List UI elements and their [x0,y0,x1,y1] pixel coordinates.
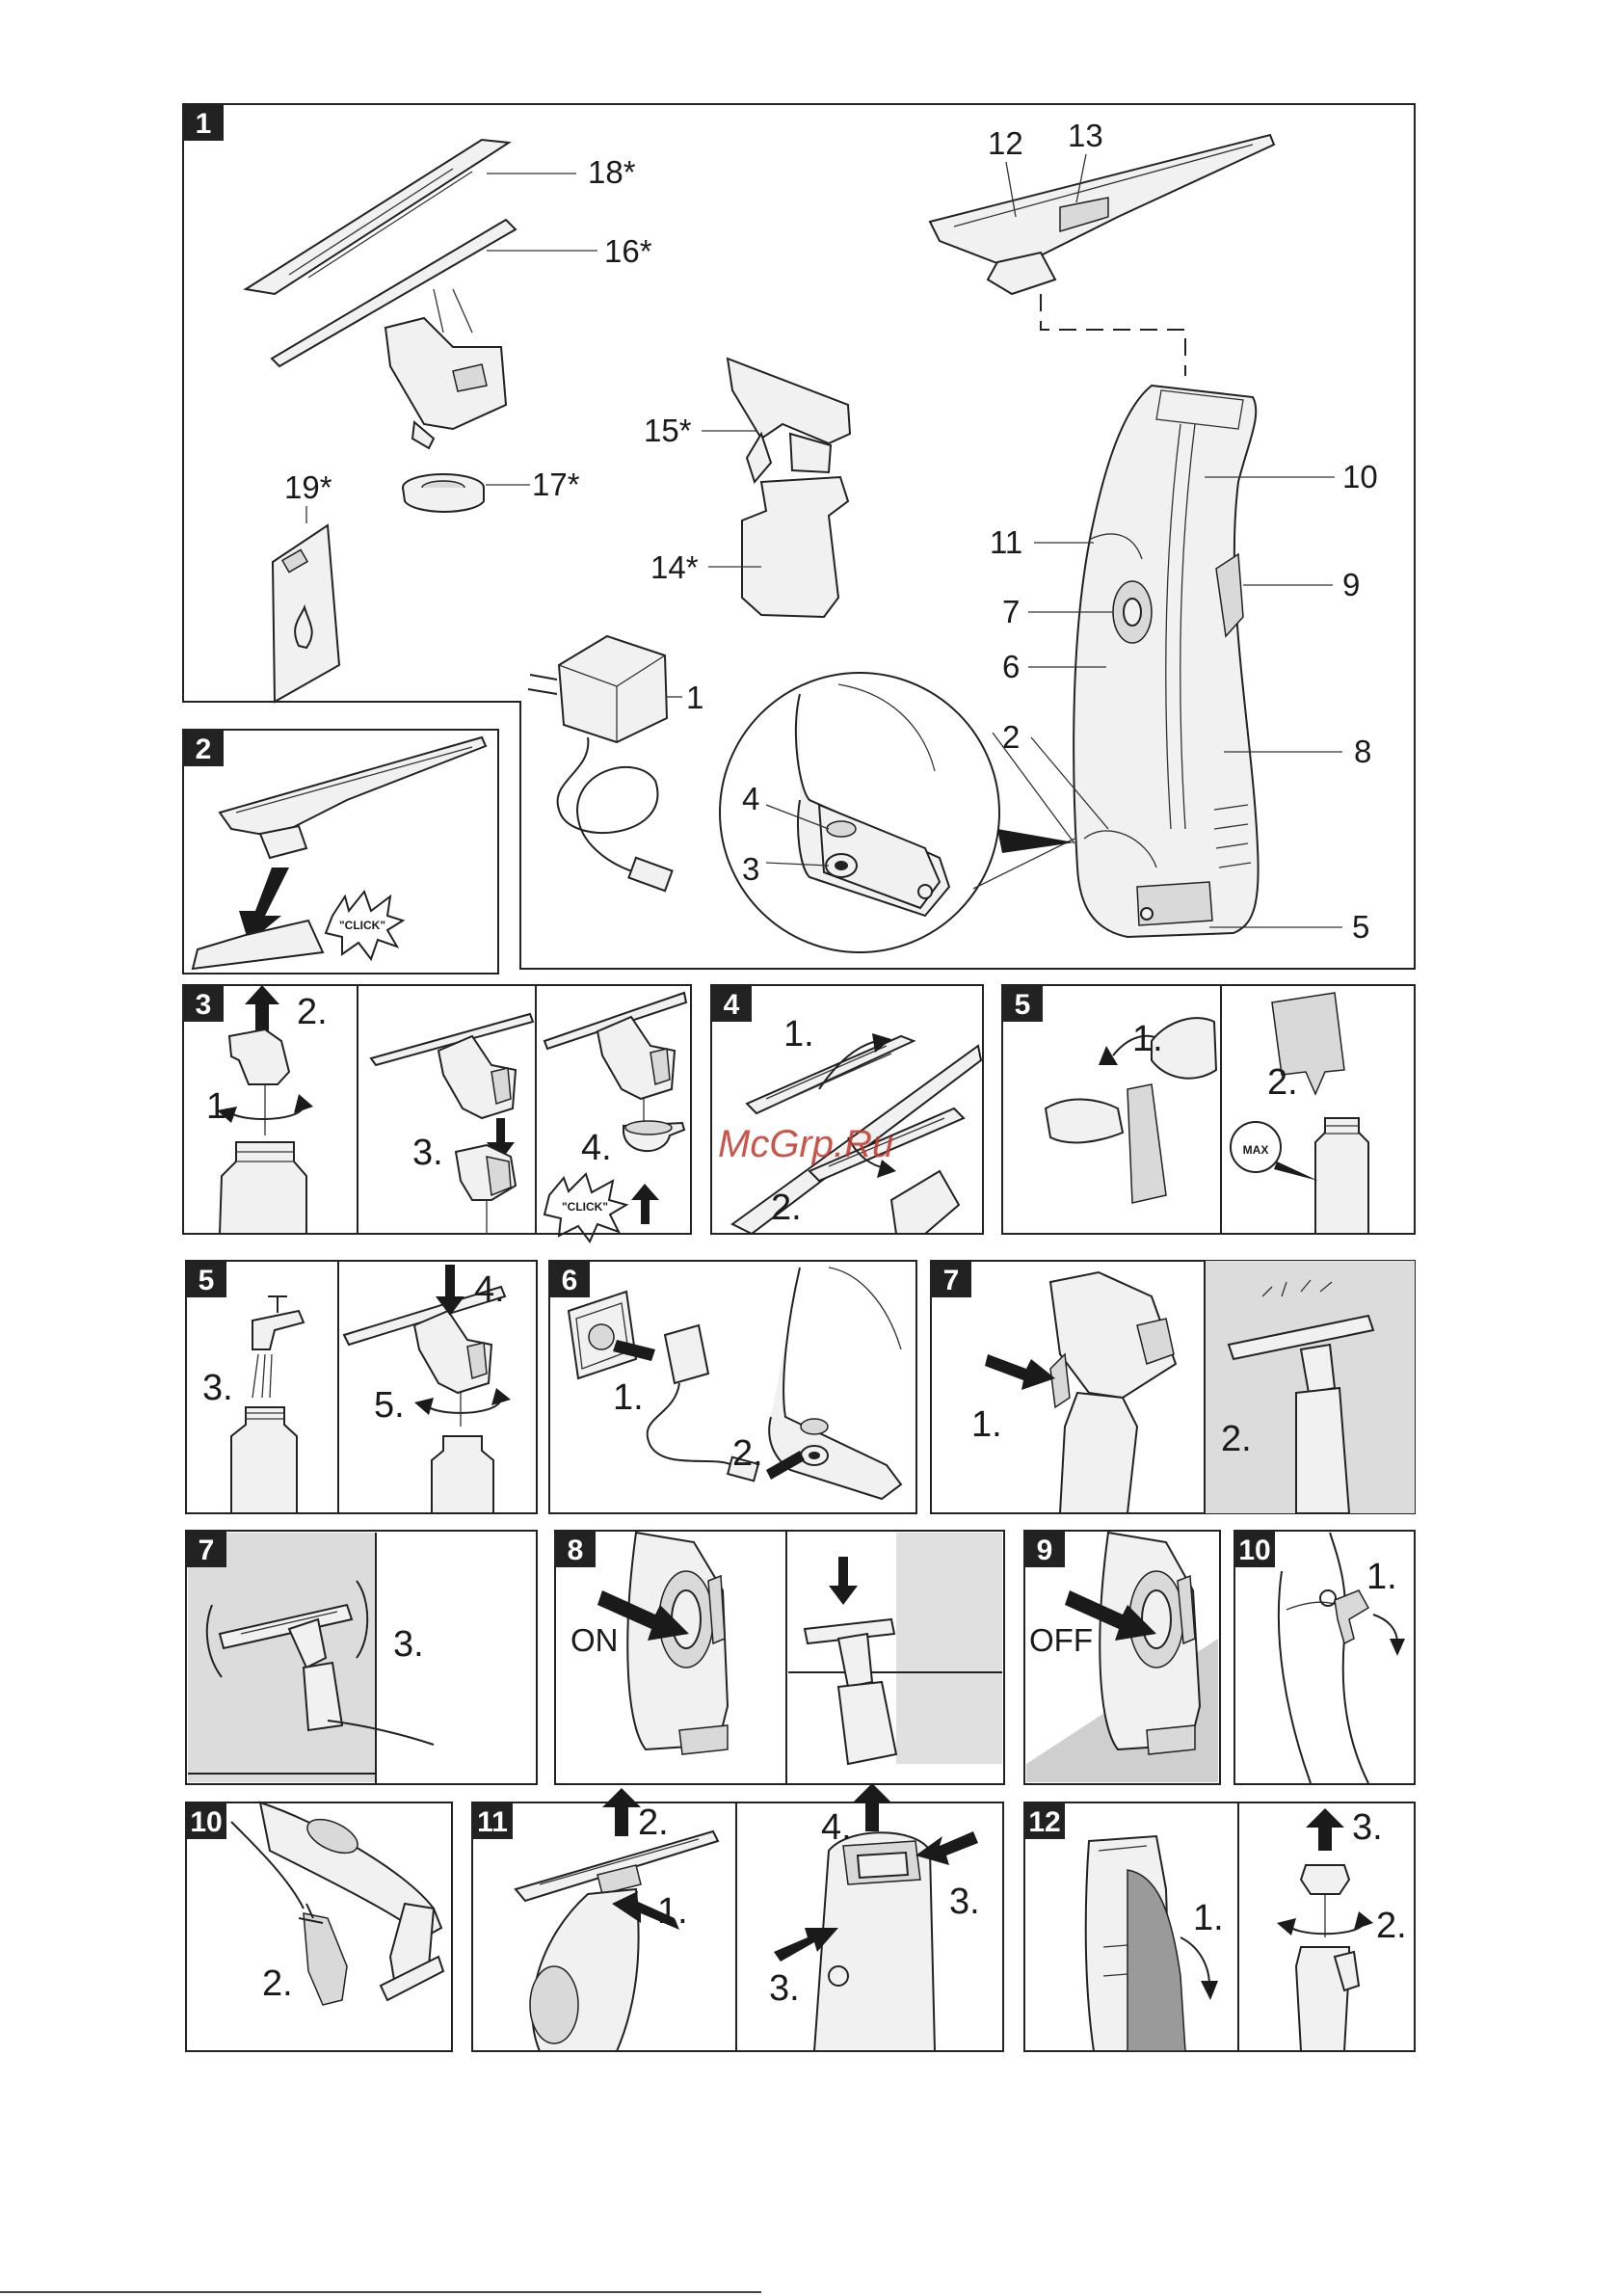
callout-19: 19* [284,469,332,505]
panel-10b-badge: 10 [190,1806,222,1838]
callout-18: 18* [588,154,636,190]
panel-1-badge: 1 [196,108,212,140]
callout-12: 12 [988,125,1023,161]
callout-4: 4 [742,781,759,816]
panel-4-badge: 4 [724,989,740,1021]
click-burst: "CLICK" [326,892,403,959]
p12-step-1: 1. [1193,1898,1224,1938]
panel-10a: 10 1. [1234,1531,1415,1784]
p10b-step-2: 2. [262,1963,293,2004]
callout-6: 6 [1002,649,1020,684]
p3-step-4: 4. [581,1128,612,1168]
p5a-step-1: 1. [1132,1019,1163,1059]
click-label: "CLICK" [339,919,385,932]
panel-8-badge: 8 [568,1535,584,1566]
p6-step-2: 2. [732,1433,763,1474]
callout-3: 3 [742,851,759,887]
panel-7a-badge: 7 [943,1265,960,1296]
callout-14: 14* [650,549,699,585]
panel-5a-badge: 5 [1015,989,1031,1021]
p5b-step-5: 5. [374,1385,405,1426]
p4-step-1: 1. [783,1014,814,1055]
p7a-step-2: 2. [1221,1419,1252,1459]
manual-booklet-illustration [273,525,339,702]
callout-15: 15* [644,413,692,448]
panel-1: 1 18* 16* 17* 19* [183,104,1415,969]
watermark: McGrp.Ru [718,1123,893,1165]
callout-8: 8 [1354,734,1371,769]
panel-2: 2 "CLICK" [183,730,498,974]
panel-6: 6 1. 2. [549,1261,916,1513]
panel-2-badge: 2 [196,734,212,765]
panel-12-badge: 12 [1028,1806,1060,1838]
on-label: ON [570,1622,619,1658]
filter-part-illustration [403,474,484,512]
panel-5a: 5 1. 2. MAX [1002,985,1415,1234]
p12-step-2: 2. [1376,1906,1407,1946]
panel-10a-badge: 10 [1238,1535,1270,1566]
panel-9: 9 OFF [1024,1531,1220,1784]
p11-step-4: 4. [821,1807,852,1848]
p10a-step-1: 1. [1366,1557,1397,1597]
p7a-step-1: 1. [971,1404,1002,1445]
p11-step-3-left: 3. [769,1968,800,2009]
callout-10: 10 [1342,459,1378,494]
panel-7b-badge: 7 [199,1535,215,1566]
panel-6-badge: 6 [562,1265,578,1296]
panel-7b: 7 3. [186,1531,537,1784]
charging-socket-detail [720,673,1074,952]
click-label: "CLICK" [562,1200,608,1214]
panel-10b: 10 2. [186,1802,452,2051]
max-label: MAX [1243,1143,1269,1157]
squeegee-head-illustration [930,135,1274,294]
callout-7: 7 [1002,594,1020,629]
panel-5b-badge: 5 [199,1265,215,1296]
p11-step-2: 2. [638,1802,669,1843]
p3-step-2: 2. [297,992,328,1032]
panel-11: 11 2. 1. 4. 3. 3. [472,1783,1003,2051]
p5b-step-4: 4. [474,1269,505,1310]
p11-step-1: 1. [657,1891,688,1932]
p3-step-1: 1. [206,1086,237,1127]
callout-1: 1 [686,680,703,715]
panel-3-badge: 3 [196,989,212,1021]
p12-step-3: 3. [1352,1807,1383,1848]
p3-step-3: 3. [412,1133,443,1173]
panel-12: 12 1. 3. 2. [1024,1802,1415,2051]
click-burst: "CLICK" [544,1174,626,1241]
callout-16: 16* [604,233,652,269]
panel-11-badge: 11 [477,1806,508,1838]
spray-bottle-illustration [728,359,850,617]
panel-7a: 7 1. 2. [931,1261,1415,1513]
panel-4: 4 1. 2. McGrp.Ru [711,985,983,1234]
callout-5: 5 [1352,909,1369,945]
p6-step-1: 1. [613,1377,644,1418]
callout-13: 13 [1068,118,1103,153]
callout-11: 11 [990,524,1022,560]
charger-illustration [528,636,673,891]
callout-17: 17* [532,467,580,502]
callout-9: 9 [1342,567,1360,602]
panel-3: 3 2. 1. 3. 4. "CLICK" [183,985,691,1241]
p7b-step-3: 3. [393,1624,424,1665]
panel-8: 8 ON [555,1531,1004,1784]
p11-step-3-right: 3. [949,1882,980,1922]
window-vac-unit-illustration [1074,386,1258,937]
off-label: OFF [1029,1622,1093,1658]
p4-step-2: 2. [771,1188,802,1228]
p5b-step-3: 3. [202,1368,233,1408]
squeegee-blade-illustration [246,140,516,448]
panel-9-badge: 9 [1037,1535,1053,1566]
panel-5b: 5 3. 4. 5. [186,1261,537,1513]
p5a-step-2: 2. [1267,1062,1298,1103]
